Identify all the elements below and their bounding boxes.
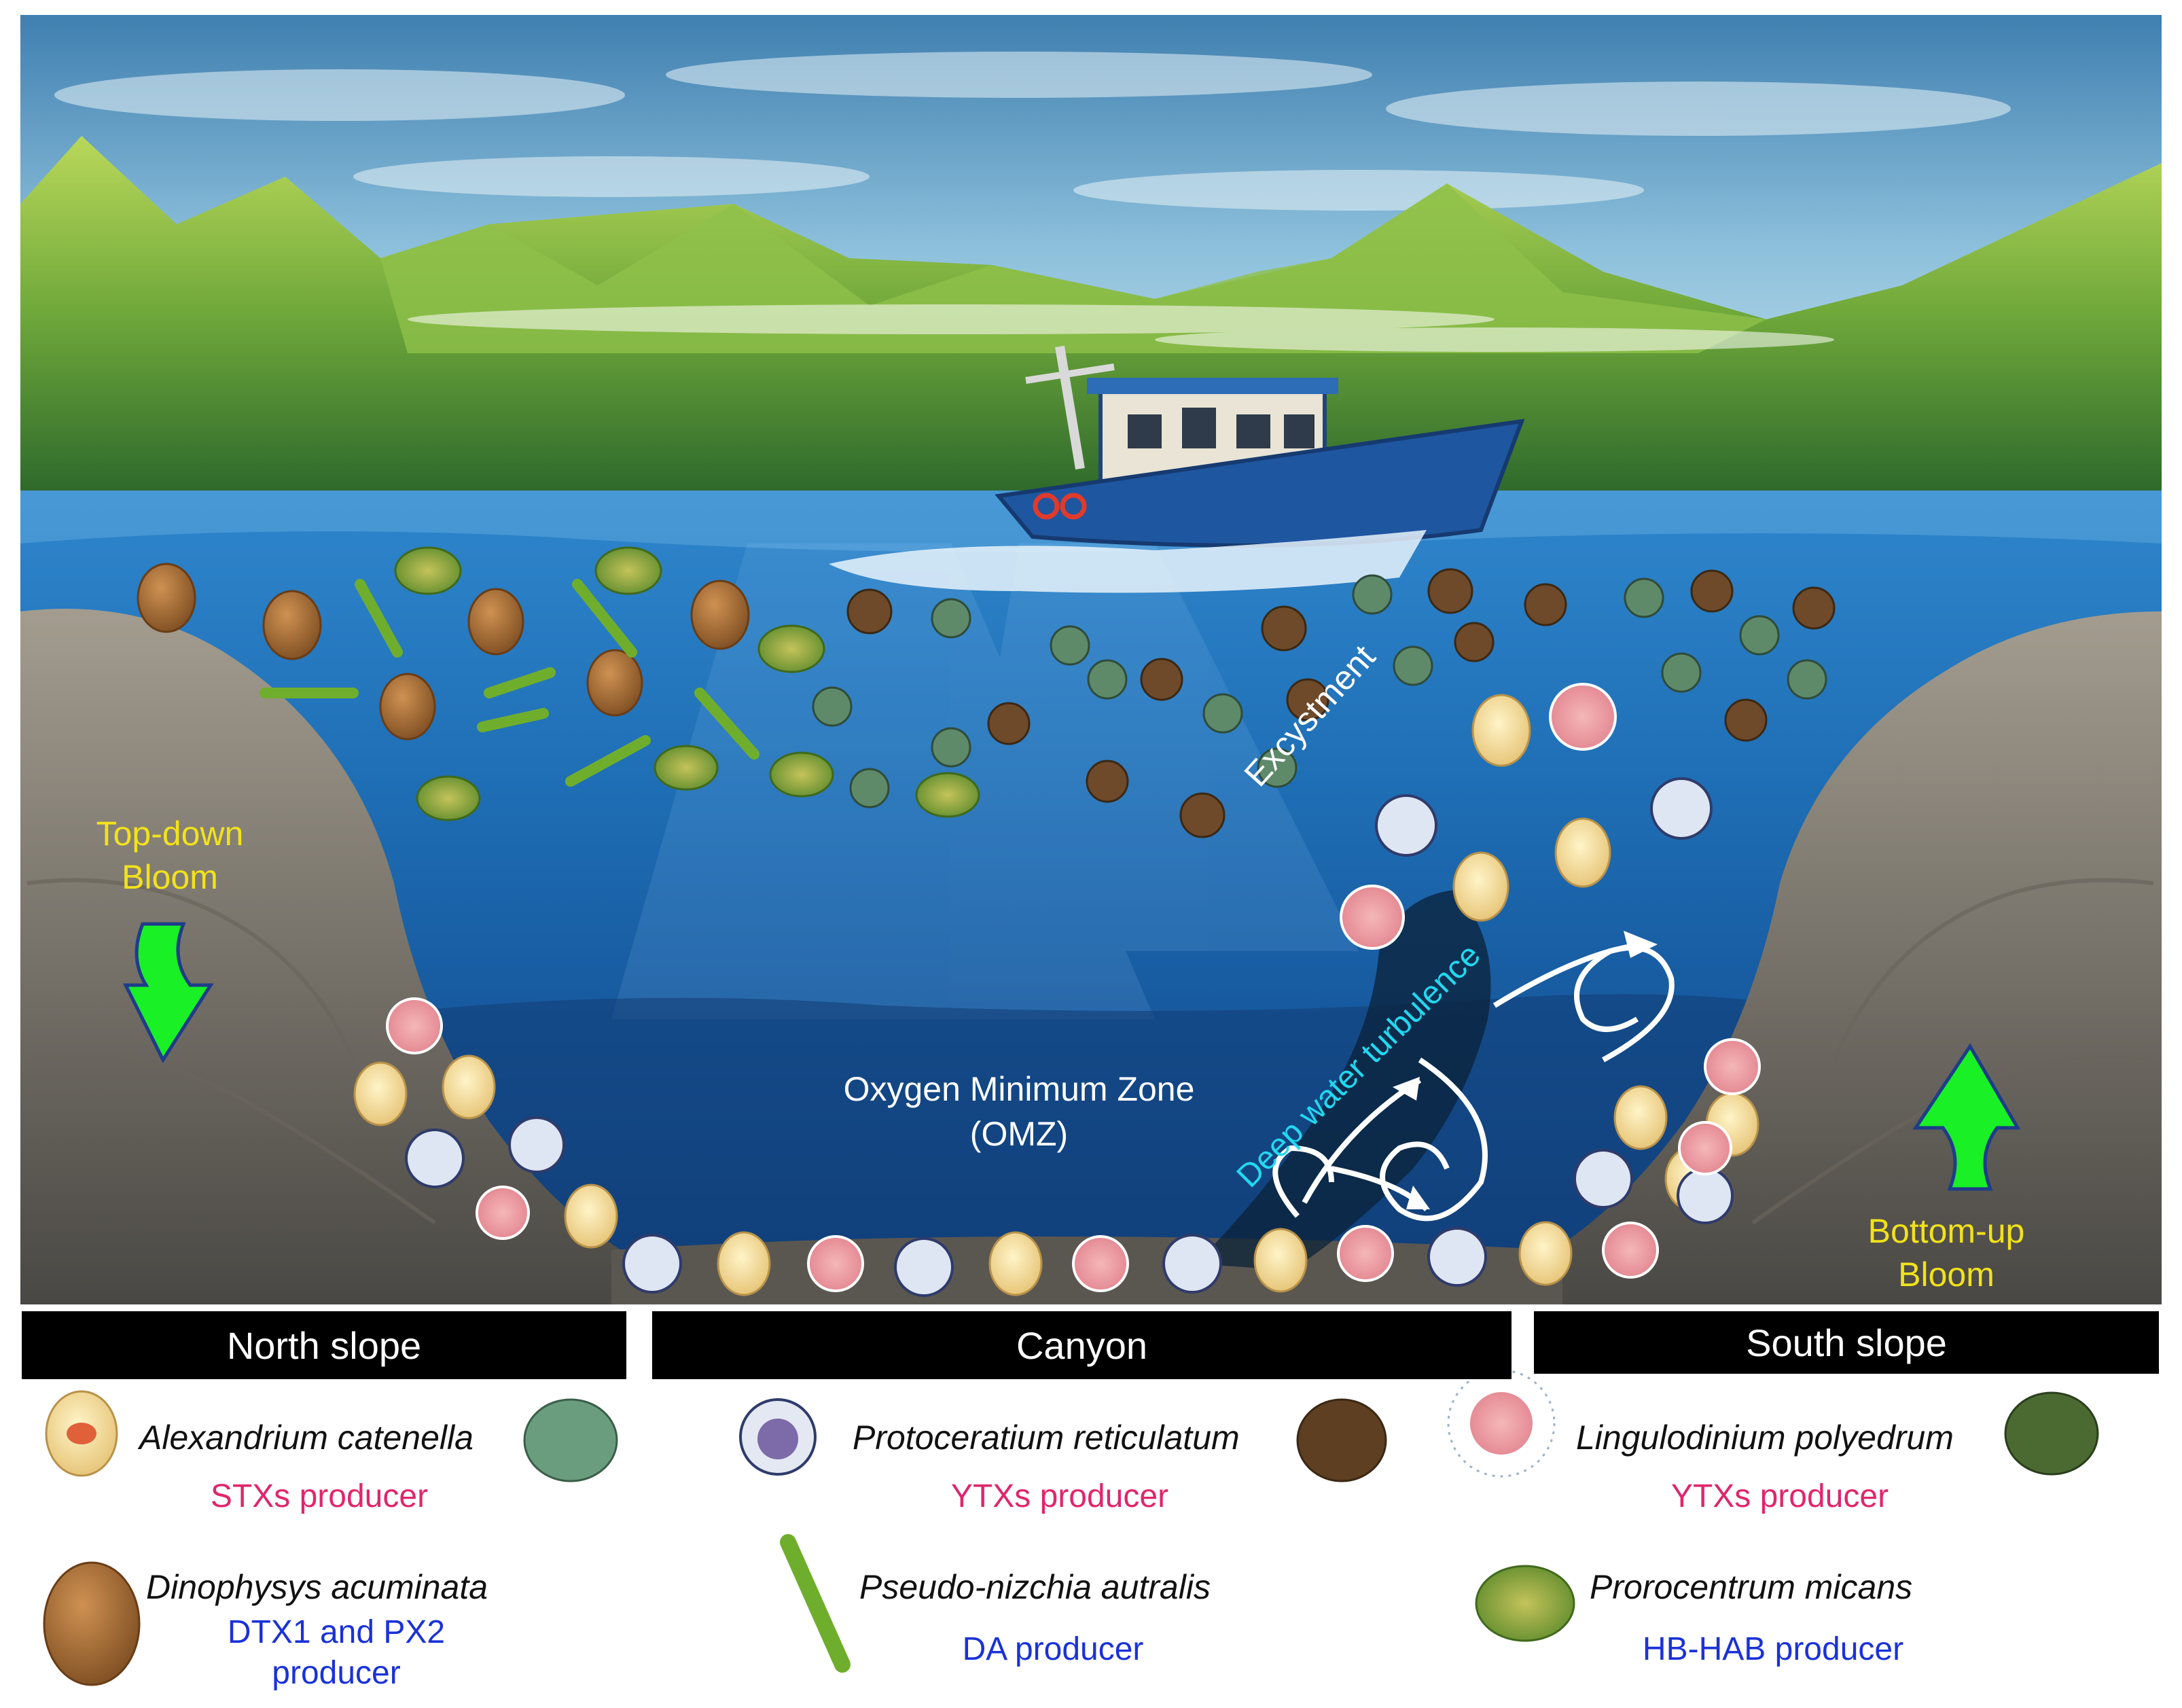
legend-role-alexandrium: STXs producer (210, 1478, 429, 1514)
legend-role-prorocentrum: HB-HAB producer (1642, 1631, 1904, 1667)
protoceratium-cysts-water (846, 568, 1836, 838)
alexandrium-cysts-water (812, 574, 1827, 808)
prorocentrum-cells (394, 546, 980, 821)
clouds (54, 52, 2011, 211)
omz-line-2: (OMZ) (969, 1115, 1069, 1153)
omz-line-1: Oxygen Minimum Zone (843, 1070, 1195, 1108)
bottom-up-label: Bottom-up Bloom (1834, 1209, 2058, 1296)
legend-species-lingulodinium: Lingulodinium polyedrum (1576, 1419, 1954, 1457)
legend-role-lingulodinium: YTXs producer (1670, 1478, 1889, 1514)
fishing-boat (995, 345, 1525, 548)
zone-bar-north-slope: North slope (22, 1311, 626, 1379)
top-down-arrow (122, 922, 214, 1064)
turbulence-plume (1196, 890, 1491, 1270)
boat-wake (829, 530, 1427, 593)
zone-bar-south-slope: South slope (1534, 1311, 2159, 1374)
north-slope-rock (20, 609, 645, 1304)
top-down-label: Top-down Bloom (68, 812, 272, 899)
excysting-cells (1340, 683, 1713, 950)
zone-label-canyon: Canyon (1016, 1323, 1148, 1367)
legend-species-protoceratium: Protoceratium reticulatum (853, 1419, 1240, 1457)
zone-bar-canyon: Canyon (652, 1311, 1512, 1379)
legend-role-dinophysis-line-1: DTX1 and PX2 (227, 1614, 446, 1650)
zone-label-north-slope: North slope (226, 1323, 422, 1367)
legend-icons (43, 1369, 2099, 1686)
top-down-line-1: Top-down (96, 815, 244, 853)
turbulence-arrowheads (1393, 931, 1658, 1209)
bottom-up-line-1: Bottom-up (1867, 1212, 2025, 1250)
pseudo-nitzschia-chains (260, 579, 759, 787)
legend-role-dinophysis-line-2: producer (272, 1655, 401, 1691)
bottom-up-arrow (1912, 1043, 2021, 1191)
omz-label: Oxygen Minimum Zone (OMZ) (781, 1067, 1257, 1156)
legend-species-alexandrium: Alexandrium catenella (139, 1419, 473, 1457)
bottom-up-line-2: Bloom (1898, 1256, 1995, 1294)
legend-species-dinophysis: Dinophysys acuminata (146, 1568, 488, 1606)
mist (408, 304, 1834, 352)
legend-role-pseudo-nitzschia: DA producer (962, 1631, 1144, 1667)
legend-role-dinophysis: DTX1 and PX2 producer (200, 1612, 472, 1694)
dinophysis-cells (137, 563, 750, 741)
top-down-line-2: Bloom (122, 858, 218, 896)
zone-label-south-slope: South slope (1746, 1321, 1947, 1364)
sediment-cysts (353, 997, 1761, 1297)
legend-role-protoceratium: YTXs producer (950, 1478, 1169, 1514)
legend-species-prorocentrum: Prorocentrum micans (1590, 1568, 1913, 1606)
legend-species-pseudo-nitzschia: Pseudo-nizchia autralis (859, 1568, 1211, 1606)
